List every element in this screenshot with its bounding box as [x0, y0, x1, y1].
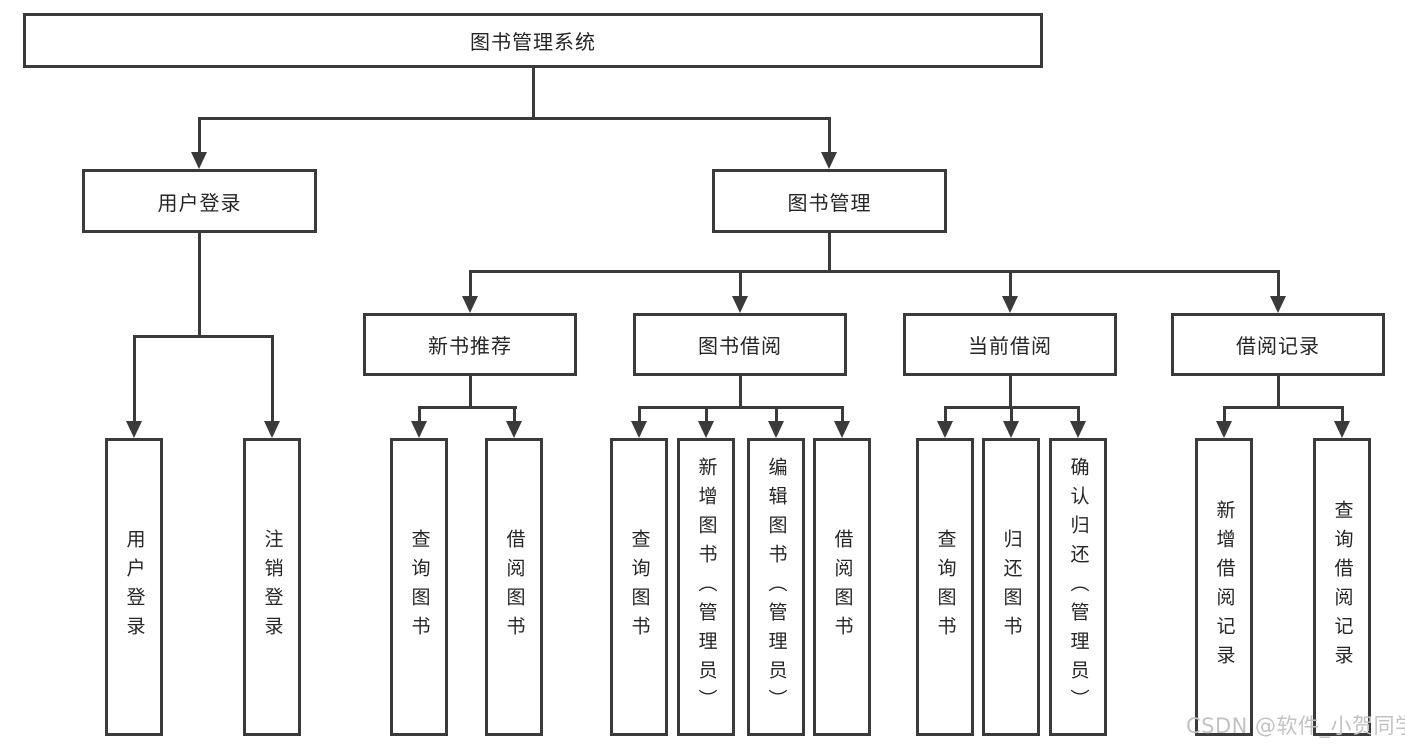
connector-vline — [828, 233, 831, 270]
leaf-add-borrow-record: 新增借阅记录 — [1195, 438, 1253, 736]
leaf-edit-books-admin: 编辑图书（管理员） — [747, 438, 805, 736]
connector-hline — [197, 117, 831, 120]
arrow-down-icon — [1270, 270, 1286, 313]
arrow-down-icon — [411, 406, 427, 438]
leaf-label: 查询图书 — [934, 529, 957, 645]
arrow-down-icon — [732, 270, 748, 313]
connector-vline — [1008, 376, 1012, 406]
leaf-label: 查询借阅记录 — [1331, 500, 1354, 674]
arrow-down-icon — [821, 117, 837, 169]
node-book-management-label: 图书管理 — [787, 190, 872, 215]
arrow-down-icon — [126, 335, 142, 438]
leaf-label: 新增借阅记录 — [1213, 500, 1236, 674]
leaf-label: 借阅图书 — [831, 529, 854, 645]
leaf-return-books: 归还图书 — [982, 438, 1040, 736]
leaf-user-login: 用户登录 — [105, 438, 163, 736]
leaf-label: 归还图书 — [1000, 529, 1023, 645]
node-current-borrowing-label: 当前借阅 — [968, 334, 1052, 358]
arrow-down-icon — [191, 117, 207, 169]
node-root-label: 图书管理系统 — [470, 30, 596, 54]
leaf-borrow-books: 借阅图书 — [813, 438, 871, 736]
arrow-down-icon — [506, 406, 522, 438]
arrow-down-icon — [1003, 406, 1019, 438]
arrow-down-icon — [834, 406, 850, 438]
leaf-query-books-recommend: 查询图书 — [390, 438, 448, 736]
node-new-book-recommend: 新书推荐 — [363, 313, 577, 376]
leaf-query-borrow-record: 查询借阅记录 — [1313, 438, 1371, 736]
leaf-label: 查询图书 — [408, 529, 431, 645]
connector-vline — [1276, 376, 1280, 406]
node-new-book-recommend-label: 新书推荐 — [428, 334, 512, 358]
arrow-down-icon — [1002, 270, 1018, 313]
arrow-down-icon — [631, 406, 647, 438]
arrow-down-icon — [698, 406, 714, 438]
node-book-borrowing-label: 图书借阅 — [698, 334, 782, 358]
leaf-label: 编辑图书（管理员） — [765, 456, 788, 718]
leaf-confirm-return-admin: 确认归还（管理员） — [1049, 438, 1107, 736]
node-current-borrowing: 当前借阅 — [903, 313, 1117, 376]
leaf-logout-label: 注销登录 — [261, 529, 284, 645]
connector-vline — [468, 376, 472, 406]
arrow-down-icon — [1216, 406, 1232, 438]
leaf-label: 新增图书（管理员） — [695, 456, 718, 718]
leaf-add-books-admin: 新增图书（管理员） — [677, 438, 735, 736]
csdn-watermark: CSDN @软件_小贺同学 — [1186, 714, 1405, 738]
arrow-down-icon — [937, 406, 953, 438]
connector-vline — [531, 68, 535, 117]
connector-hline — [132, 335, 274, 338]
arrow-down-icon — [768, 406, 784, 438]
node-user-login-branch: 用户登录 — [82, 169, 317, 233]
arrow-down-icon — [462, 270, 478, 313]
leaf-label: 确认归还（管理员） — [1067, 456, 1090, 718]
leaf-user-login-label: 用户登录 — [123, 529, 146, 645]
connector-vline — [738, 376, 742, 406]
node-book-management-branch: 图书管理 — [712, 169, 947, 233]
arrow-down-icon — [264, 335, 280, 438]
connector-hline — [637, 406, 844, 409]
leaf-label: 查询图书 — [628, 529, 651, 645]
leaf-label: 借阅图书 — [503, 529, 526, 645]
arrow-down-icon — [1070, 406, 1086, 438]
connector-hline — [468, 270, 1280, 273]
leaf-borrow-books-recommend: 借阅图书 — [485, 438, 543, 736]
node-borrowing-records: 借阅记录 — [1171, 313, 1385, 376]
node-user-login-label: 用户登录 — [157, 190, 242, 215]
node-borrowing-records-label: 借阅记录 — [1236, 334, 1320, 358]
node-book-borrowing: 图书借阅 — [633, 313, 847, 376]
connector-hline — [1222, 406, 1344, 409]
leaf-query-books-current: 查询图书 — [916, 438, 974, 736]
node-root-system: 图书管理系统 — [23, 13, 1043, 68]
connector-vline — [198, 233, 201, 335]
leaf-logout: 注销登录 — [243, 438, 301, 736]
leaf-query-books-borrowing: 查询图书 — [610, 438, 668, 736]
connector-hline — [417, 406, 517, 409]
arrow-down-icon — [1334, 406, 1350, 438]
